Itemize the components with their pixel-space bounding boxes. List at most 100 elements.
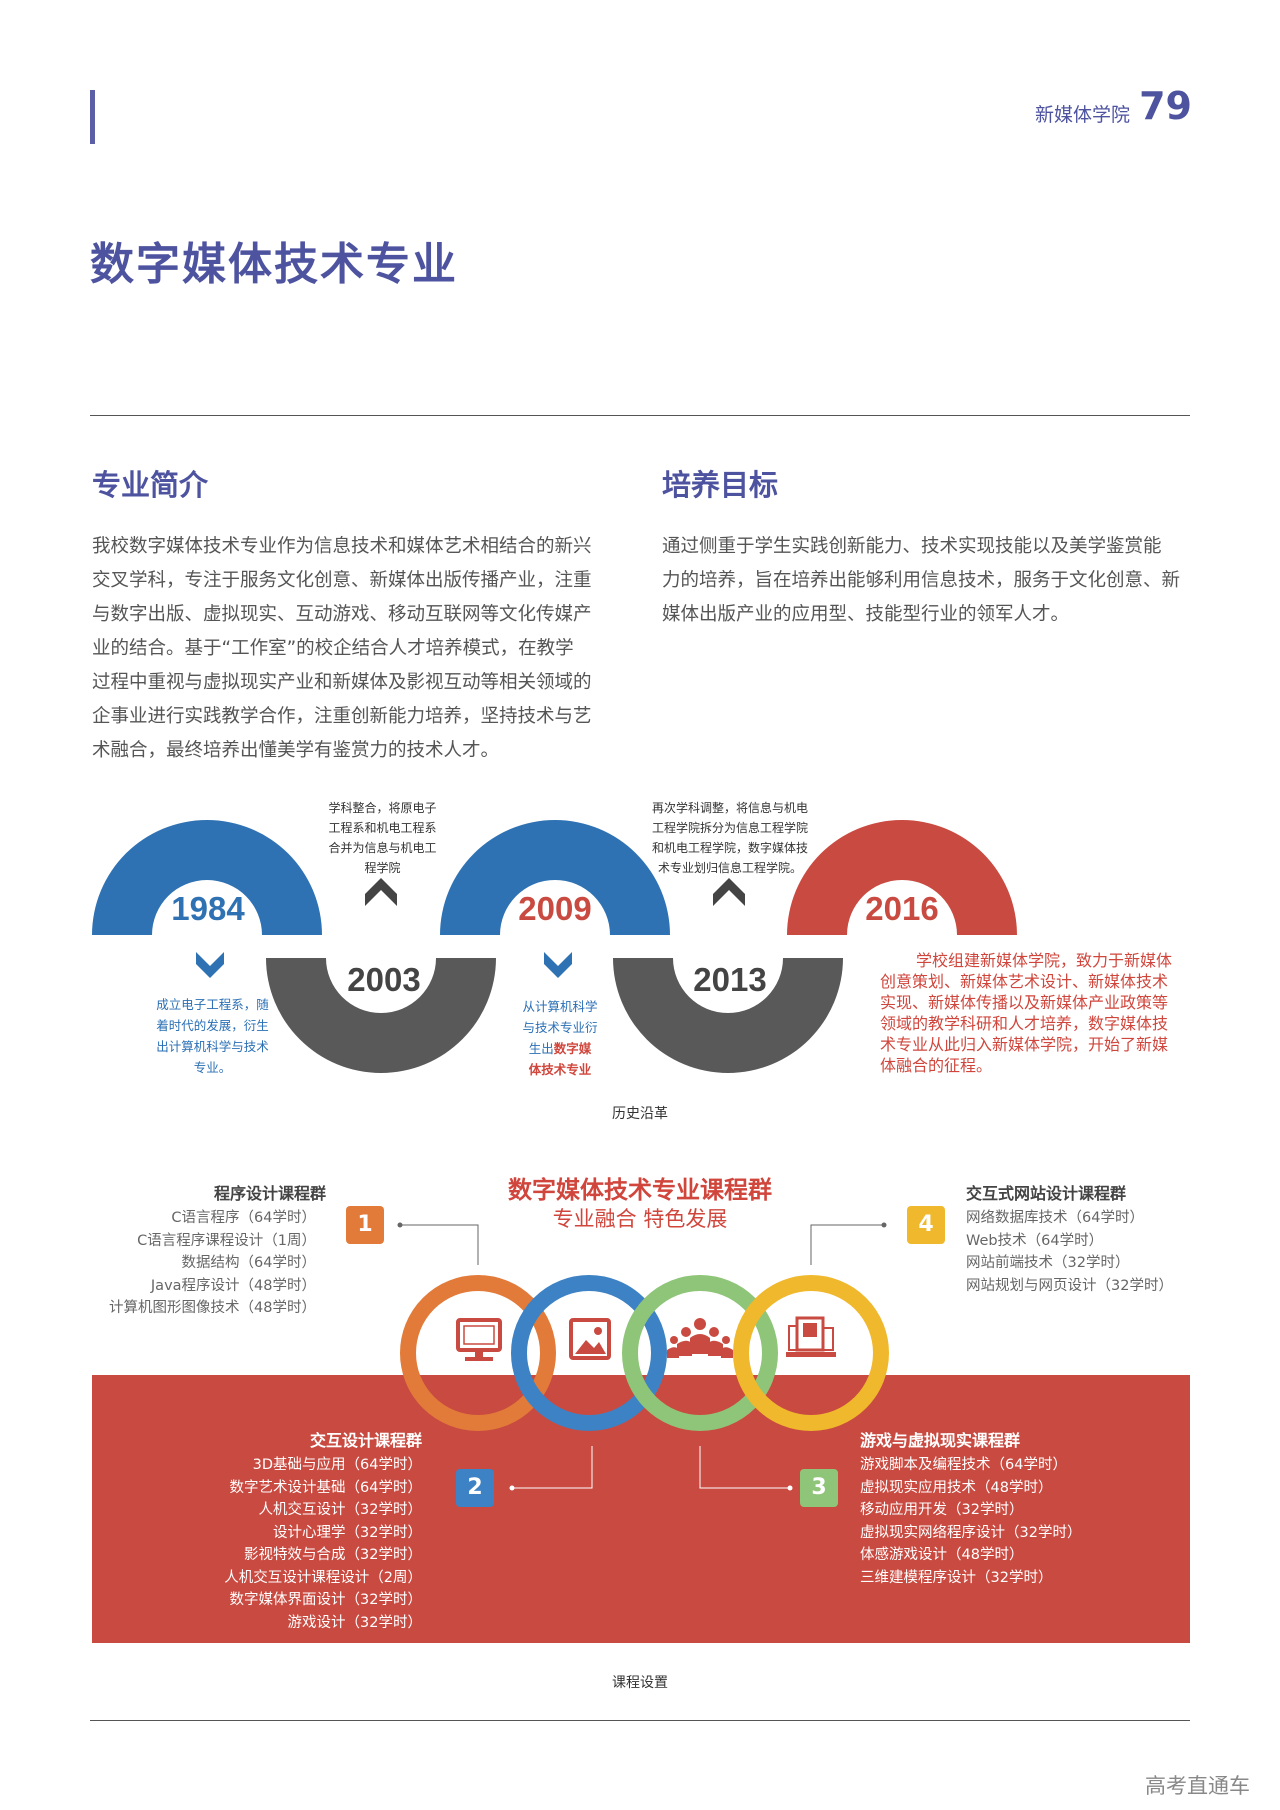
course-item: Java程序设计（48学时）	[150, 1277, 316, 1294]
course-item: 人机交互设计课程设计（2周）	[224, 1569, 422, 1586]
header-college-name: 新媒体学院	[1034, 104, 1130, 126]
goal-line: 通过侧重于学生实践创新能力、技术实现技能以及美学鉴赏能	[662, 536, 1162, 557]
goal-heading: 培养目标	[662, 468, 779, 502]
badge-1: 1	[346, 1206, 384, 1244]
course-item: C语言程序（64学时）	[171, 1210, 316, 1226]
group1-list: C语言程序（64学时） C语言程序课程设计（1周） 数据结构（64学时） Jav…	[109, 1207, 316, 1320]
course-rings	[397, 1222, 889, 1491]
course-item: 影视特效与合成（32学时）	[244, 1547, 422, 1563]
note-line: 成立电子工程系，随	[156, 997, 269, 1012]
people-group-icon	[667, 1318, 733, 1358]
course-center-title: 数字媒体技术专业课程群	[508, 1176, 772, 1204]
intro-line: 术融合，最终培养出懂美学有鉴赏力的技术人才。	[92, 740, 500, 761]
arc-2013	[613, 958, 843, 1073]
ring-blue	[511, 1275, 667, 1431]
connector-2	[512, 1446, 593, 1489]
bottom-divider	[90, 1720, 1190, 1721]
course-item: 数据结构（64学时）	[181, 1255, 316, 1271]
goal-line: 力的培养，旨在培养出能够利用信息技术，服务于文化创意、新	[662, 570, 1181, 591]
connector-4	[810, 1224, 884, 1265]
connector-1	[400, 1224, 479, 1265]
group1-title: 程序设计课程群	[213, 1184, 326, 1203]
chevron-down-icon	[544, 952, 572, 978]
note-2016: 学校组建新媒体学院，致力于新媒体 创意策划、新媒体艺术设计、新媒体技术 实现、新…	[880, 950, 1200, 1076]
intro-line: 与数字出版、虚拟现实、互动游戏、移动互联网等文化传媒产	[92, 604, 592, 625]
badge-3: 3	[800, 1469, 838, 1507]
timeline-caption: 历史沿革	[612, 1106, 668, 1122]
courses-caption: 课程设置	[612, 1675, 668, 1691]
note-line: 学校组建新媒体学院，致力于新媒体	[916, 951, 1173, 970]
year-2009: 2009	[518, 890, 591, 927]
intro-line: 企事业进行实践教学合作，注重创新能力培养，坚持技术与艺	[92, 706, 592, 727]
note-line: 程学院	[364, 861, 401, 875]
year-2003: 2003	[347, 961, 420, 998]
connector-dot	[881, 1222, 887, 1228]
group2-list: 3D基础与应用（64学时） 数字艺术设计基础（64学时） 人机交互设计（32学时…	[224, 1454, 422, 1634]
chevron-up-icon	[713, 878, 745, 906]
note-line: 与技术专业衍	[522, 1020, 598, 1035]
goal-paragraph: 通过侧重于学生实践创新能力、技术实现技能以及美学鉴赏能 力的培养，旨在培养出能够…	[662, 530, 1192, 632]
intro-paragraph: 我校数字媒体技术专业作为信息技术和媒体艺术相结合的新兴 交叉学科，专注于服务文化…	[92, 530, 632, 768]
note-line: 工程学院拆分为信息工程学院	[651, 821, 808, 835]
note-line: 从计算机科学	[522, 999, 598, 1014]
course-item: 数字媒体界面设计（32学时）	[229, 1592, 422, 1608]
note-line: 学科整合，将原电子	[328, 801, 437, 815]
note-highlight: 数字媒	[553, 1041, 592, 1056]
course-item: 游戏设计（32学时）	[287, 1614, 422, 1631]
course-item: 数字艺术设计基础（64学时）	[229, 1479, 422, 1496]
course-item: 体感游戏设计（48学时）	[860, 1547, 1024, 1563]
year-1984: 1984	[171, 890, 245, 927]
course-item: 计算机图形图像技术（48学时）	[109, 1300, 316, 1316]
group3-list: 游戏脚本及编程技术（64学时） 虚拟现实应用技术（48学时） 移动应用开发（32…	[860, 1454, 1081, 1589]
course-item: 人机交互设计（32学时）	[258, 1502, 422, 1518]
note-line: 专业。	[193, 1060, 232, 1075]
page-title: 数字媒体技术专业	[90, 239, 458, 290]
course-item: 3D基础与应用（64学时）	[252, 1457, 422, 1473]
course-item: C语言程序课程设计（1周）	[137, 1232, 316, 1249]
course-item: 虚拟现实应用技术（48学时）	[860, 1479, 1053, 1496]
note-2013: 再次学科调整，将信息与机电 工程学院拆分为信息工程学院 和机电工程学院，数字媒体…	[640, 798, 820, 878]
note-line: 术专业从此归入新媒体学院，开始了新媒	[880, 1035, 1169, 1054]
note-line: 生出数字媒	[510, 1038, 610, 1059]
connector-3	[699, 1446, 790, 1489]
course-center-subtitle: 专业融合 特色发展	[552, 1207, 728, 1231]
course-item: 网络数据库技术（64学时）	[966, 1210, 1144, 1226]
ring-yellow	[733, 1275, 889, 1431]
note-line: 再次学科调整，将信息与机电	[651, 801, 808, 815]
year-2013: 2013	[693, 961, 766, 998]
arc-2003	[266, 958, 496, 1073]
ring-green	[622, 1275, 778, 1431]
timeline-graphic: 1984 2009 2016 2003 2013	[92, 820, 1017, 1073]
page-number: 79	[1139, 84, 1192, 128]
web-devices-icon	[786, 1316, 836, 1357]
goal-line: 媒体出版产业的应用型、技能型行业的领军人才。	[662, 604, 1070, 625]
monitor-icon	[456, 1318, 502, 1361]
note-line: 领域的教学科研和人才培养，数字媒体技	[880, 1014, 1169, 1033]
arc-2016	[787, 820, 1017, 935]
connector-dot	[397, 1222, 403, 1228]
note-line: 体融合的征程。	[880, 1056, 993, 1075]
note-line: 合并为信息与机电工	[328, 841, 437, 855]
course-item: 游戏脚本及编程技术（64学时）	[860, 1457, 1067, 1473]
intro-line: 交叉学科，专注于服务文化创意、新媒体出版传播产业，注重	[92, 570, 592, 591]
ring-orange	[400, 1275, 556, 1431]
watermark: 高考直通车	[1145, 1774, 1250, 1798]
arc-2009	[440, 820, 670, 935]
course-item: 三维建模程序设计（32学时）	[860, 1569, 1053, 1586]
note-line: 术专业划归信息工程学院。	[657, 861, 802, 875]
note-highlight: 体技术专业	[528, 1062, 592, 1077]
course-item: 虚拟现实网络程序设计（32学时）	[860, 1524, 1082, 1541]
note-2009: 从计算机科学 与技术专业衍 生出数字媒 体技术专业	[510, 996, 610, 1080]
arc-1984	[92, 820, 322, 935]
course-item: 设计心理学（32学时）	[273, 1524, 422, 1541]
note-2003: 学科整合，将原电子 工程系和机电工程系 合并为信息与机电工 程学院	[310, 798, 455, 878]
note-1984: 成立电子工程系，随 着时代的发展，衍生 出计算机科学与技术 专业。	[145, 994, 280, 1078]
course-item: 网站前端技术（32学时）	[966, 1255, 1130, 1271]
note-text: 生出	[528, 1041, 554, 1056]
group4-title: 交互式网站设计课程群	[966, 1184, 1127, 1203]
course-item: 网站规划与网页设计（32学时）	[966, 1277, 1173, 1294]
accent-bar	[90, 90, 95, 144]
course-panel	[92, 1375, 1190, 1643]
year-2016: 2016	[865, 890, 938, 927]
note-line: 创意策划、新媒体艺术设计、新媒体技术	[880, 972, 1169, 991]
